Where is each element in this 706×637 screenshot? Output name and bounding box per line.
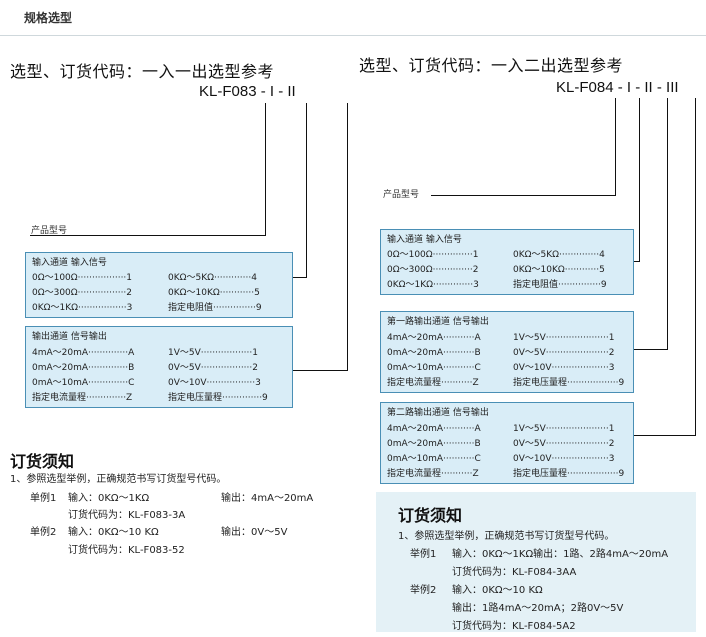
right-connector: [615, 98, 616, 196]
left-example-2-code: 订货代码为：KL-F083-52: [68, 545, 185, 556]
left-connector: [292, 277, 307, 278]
right-example-1-label: 举例1: [410, 549, 437, 560]
right-heading: 选型、订货代码：一入二出选型参考: [359, 56, 624, 75]
left-example-2-input: 输入：0KΩ～10 KΩ: [68, 527, 159, 538]
right-order-title: 订货须知: [398, 506, 463, 525]
right-connector: [633, 261, 640, 262]
left-order-note: 1、参照选型举例，正确规范书写订货型号代码。: [10, 474, 227, 485]
left-connector: [306, 103, 307, 278]
divider: [0, 35, 706, 36]
right-connector: [633, 435, 696, 436]
right-connector: [695, 98, 696, 436]
right-example-1-input: 输入：0KΩ～1KΩ输出：1路、2路4mA～20mA: [452, 549, 669, 560]
section-title: 规格选型: [24, 11, 73, 25]
left-product-label: 产品型号: [31, 226, 68, 236]
right-connector: [633, 349, 668, 350]
left-connector: [265, 103, 266, 236]
right-example-2-code: 订货代码为：KL-F084-5A2: [452, 621, 576, 632]
right-example-2-input: 输入：0KΩ～10 KΩ: [452, 585, 543, 596]
left-example-1-code: 订货代码为：KL-F083-3A: [68, 510, 186, 521]
left-order-code: KL-F083 - I - II: [199, 83, 296, 100]
right-example-2-output: 输出：1路4mA～20mA；2路0V～5V: [452, 603, 624, 614]
left-order-title: 订货须知: [10, 452, 75, 471]
left-example-2-output: 输出：0V～5V: [221, 527, 288, 538]
right-order-note: 1、参照选型举例，正确规范书写订货型号代码。: [398, 531, 615, 542]
right-connector: [431, 195, 616, 196]
left-connector: [30, 235, 266, 236]
right-order-code: KL-F084 - I - II - III: [556, 79, 679, 96]
right-connector: [667, 98, 668, 350]
right-example-1-code: 订货代码为：KL-F084-3AA: [452, 567, 577, 578]
left-example-1-label: 单例1: [30, 493, 57, 504]
right-connector: [639, 98, 640, 262]
left-connector: [347, 103, 348, 371]
left-heading: 选型、订货代码：一入一出选型参考: [10, 62, 275, 81]
right-product-label: 产品型号: [383, 190, 420, 200]
right-example-2-label: 举例2: [410, 585, 437, 596]
left-example-1-output: 输出：4mA～20mA: [221, 493, 314, 504]
order-notes-background: [376, 492, 696, 632]
left-example-2-label: 单例2: [30, 527, 57, 538]
left-connector: [292, 370, 348, 371]
left-example-1-input: 输入：0KΩ～1KΩ: [68, 493, 150, 504]
